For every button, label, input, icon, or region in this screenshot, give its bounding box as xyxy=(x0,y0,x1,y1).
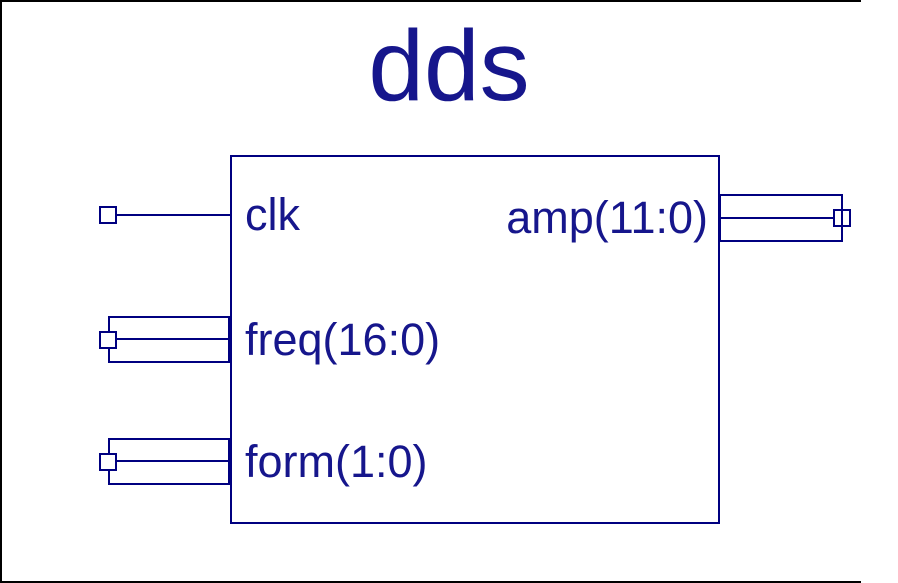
clk-pin-connector[interactable] xyxy=(99,206,117,224)
module-title: dds xyxy=(368,9,530,122)
freq-wire xyxy=(115,338,230,340)
form-port-label: form(1:0) xyxy=(245,436,428,487)
form-pin-connector[interactable] xyxy=(99,453,117,471)
window-border-bottom xyxy=(0,581,861,583)
amp-wire xyxy=(719,217,835,219)
amp-pin-connector[interactable] xyxy=(833,209,851,227)
clk-port-label: clk xyxy=(245,189,300,240)
freq-port-label: freq(16:0) xyxy=(245,314,441,365)
form-wire xyxy=(115,460,230,462)
module-block[interactable] xyxy=(230,155,720,524)
window-border-top xyxy=(0,0,861,2)
window-border-left xyxy=(0,0,2,583)
amp-port-label: amp(11:0) xyxy=(506,192,708,243)
freq-pin-connector[interactable] xyxy=(99,331,117,349)
clk-wire xyxy=(117,214,230,216)
